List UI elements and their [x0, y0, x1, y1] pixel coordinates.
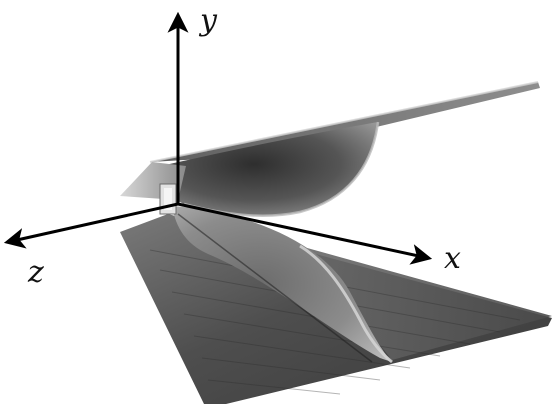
z-axis-label: z	[27, 255, 44, 290]
origin-slot-inner	[164, 188, 172, 210]
lower-right-plane	[300, 246, 552, 360]
lower-center-seam	[177, 213, 373, 363]
x-axis	[177, 202, 433, 265]
upper-bulge	[152, 122, 378, 216]
lower-bulge-edge	[299, 244, 393, 364]
y-axis-label: y	[198, 3, 218, 38]
upper-wing-edge	[149, 81, 539, 163]
x-axis-label: x	[444, 241, 461, 276]
lower-bulge	[172, 206, 392, 362]
z-axis	[3, 202, 179, 249]
